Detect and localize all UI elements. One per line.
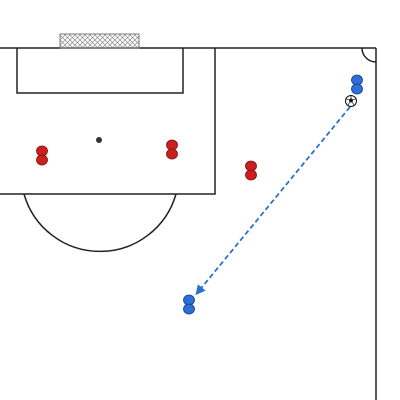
blue-player-receiver[interactable] — [183, 294, 195, 315]
penalty-box — [0, 48, 216, 195]
red-player-2[interactable] — [166, 139, 178, 160]
blue-player-corner[interactable] — [351, 74, 363, 95]
red-player-1[interactable] — [36, 145, 48, 166]
goal-net — [59, 33, 140, 49]
soccer-ball[interactable] — [345, 95, 357, 107]
corner-arc — [361, 47, 377, 63]
penalty-arc — [23, 193, 177, 253]
six-yard-box — [16, 48, 184, 94]
red-player-3[interactable] — [245, 160, 257, 181]
penalty-spot — [96, 137, 102, 143]
pass-arrow — [195, 106, 351, 296]
